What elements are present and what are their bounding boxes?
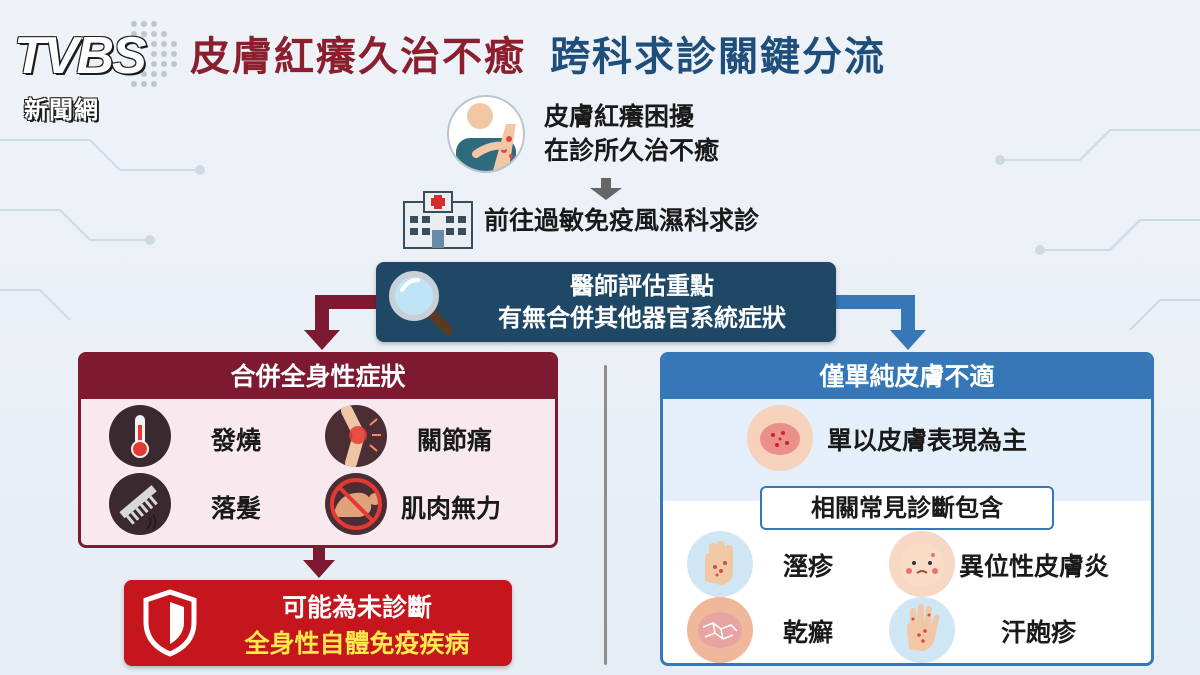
doctor-line1: 醫師評估重點 [570, 272, 714, 300]
itchy-person-icon [446, 94, 526, 174]
title-part2: 跨科求診關鍵分流 [550, 34, 886, 80]
skin-only-panel: 僅單純皮膚不適 單以皮膚表現為主 溼疹 異位性皮膚炎 乾癬 [660, 352, 1154, 666]
skin-only-title: 僅單純皮膚不適 [663, 355, 1151, 399]
logo-dot-pattern-icon [131, 21, 177, 87]
thermometer-icon [109, 405, 171, 467]
comb-hair-icon [109, 473, 171, 535]
center-divider [604, 365, 607, 665]
logo-main-text: TVBS [14, 27, 147, 85]
diagnosis-atopic-dermatitis: 異位性皮膚炎 [959, 552, 1110, 581]
logo-sub-text: 新聞網 [24, 96, 99, 124]
systemic-symptoms-panel: 合併全身性症狀 發燒 關節痛 落髮 [78, 352, 558, 548]
eczema-hand-icon [687, 531, 753, 597]
doctor-line2: 有無合併其他器官系統症狀 [498, 304, 786, 332]
symptom-muscle-weakness: 肌肉無力 [401, 494, 502, 523]
step1-text: 皮膚紅癢困擾 在診所久治不癒 [544, 100, 719, 168]
diagnosis-psoriasis: 乾癬 [783, 618, 834, 647]
symptom-joint-pain: 關節痛 [417, 426, 493, 455]
shield-icon [143, 589, 197, 657]
magnifier-icon [389, 271, 453, 335]
psoriasis-skin-icon [687, 597, 753, 663]
rash-skin-icon [747, 405, 813, 471]
systemic-symptoms-title: 合併全身性症狀 [81, 355, 555, 399]
symptom-hair-loss: 落髮 [211, 494, 262, 523]
hospital-icon [403, 191, 473, 249]
arrow-down-icon [590, 178, 622, 200]
title-part1: 皮膚紅癢久治不癒 [190, 34, 526, 80]
weak-muscle-icon [325, 473, 387, 535]
dyshidrosis-hand-icon [889, 597, 955, 663]
step1-line1: 皮膚紅癢困擾 [544, 102, 695, 131]
result-line1: 可能為未診斷 [281, 593, 432, 622]
knee-joint-icon [325, 405, 387, 467]
symptom-fever: 發燒 [211, 426, 262, 455]
skin-main-text: 單以皮膚表現為主 [827, 426, 1028, 455]
page-title: 皮膚紅癢久治不癒跨科求診關鍵分流 [190, 24, 886, 82]
diagnosis-eczema: 溼疹 [783, 552, 834, 581]
possible-diagnosis-box: 可能為未診斷 全身性自體免疫疾病 [124, 580, 512, 666]
diagnosis-dyshidrosis: 汗皰疹 [1001, 618, 1077, 647]
common-diagnoses-label: 相關常見診斷包含 [760, 486, 1054, 530]
baby-face-icon [889, 531, 955, 597]
tvbs-logo: TVBS 新聞網 [10, 8, 190, 124]
step2-text: 前往過敏免疫風濕科求診 [484, 206, 760, 235]
step1-line2: 在診所久治不癒 [544, 136, 720, 165]
doctor-evaluation-box: 醫師評估重點 有無合併其他器官系統症狀 [376, 262, 836, 342]
result-line2: 全身性自體免疫疾病 [244, 629, 470, 658]
